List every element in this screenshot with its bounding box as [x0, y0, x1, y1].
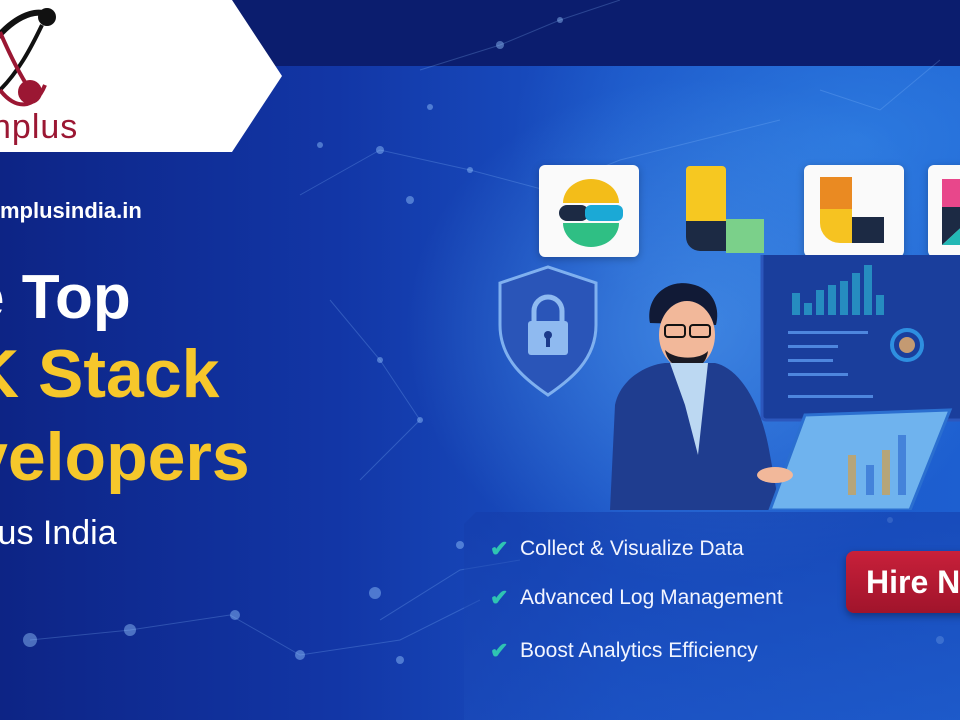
developer-illustration [498, 255, 960, 510]
headline-line-2: K Stack [0, 336, 220, 412]
beats-logo-tile [804, 165, 904, 257]
brand-logo-text: nplus [0, 108, 79, 146]
laptop [768, 408, 953, 510]
logo-plate [0, 0, 282, 152]
feature-item-log-management: ✔ Advanced Log Management [490, 585, 783, 611]
logstash-logo [686, 166, 766, 256]
beats-logo-icon [820, 177, 884, 243]
elasticsearch-logo-icon [559, 179, 623, 247]
feature-label: Collect & Visualize Data [520, 537, 744, 560]
check-icon: ✔ [490, 638, 509, 663]
headline-line-1: e Top [0, 263, 131, 332]
check-icon: ✔ [490, 585, 509, 610]
feature-item-collect: ✔ Collect & Visualize Data [490, 536, 744, 562]
feature-label: Advanced Log Management [520, 586, 783, 609]
feature-item-analytics: ✔ Boost Analytics Efficiency [490, 638, 758, 664]
feature-label: Boost Analytics Efficiency [520, 639, 758, 662]
elasticsearch-logo-tile [539, 165, 639, 257]
kibana-logo-icon [942, 179, 960, 245]
check-icon: ✔ [490, 536, 509, 561]
headline-line-3: velopers [0, 419, 250, 495]
hire-now-button[interactable]: Hire N [846, 551, 960, 613]
kibana-logo-tile [928, 165, 960, 257]
headline-subline: lus India [0, 514, 117, 552]
brand-logo-icon [0, 8, 56, 107]
features-panel [464, 512, 960, 720]
website-url[interactable]: mplusindia.in [0, 198, 142, 223]
